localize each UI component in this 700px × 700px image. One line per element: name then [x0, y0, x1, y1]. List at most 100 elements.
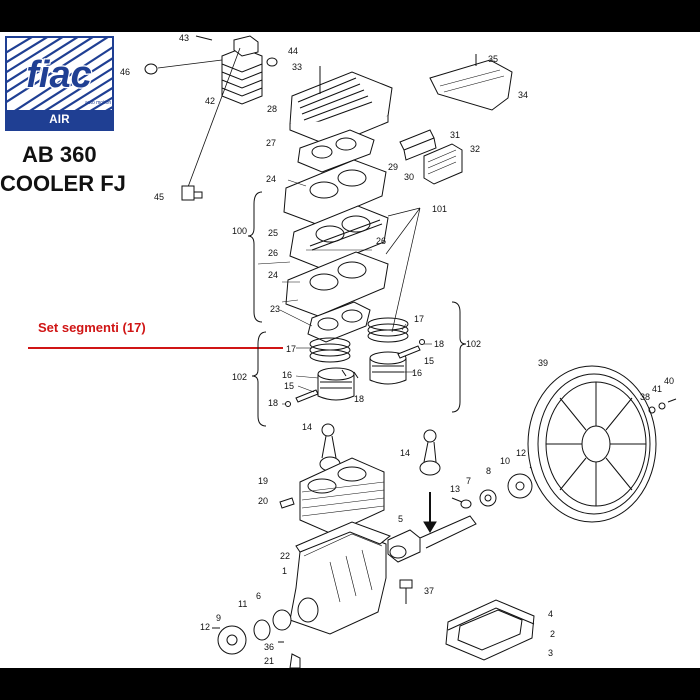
logo-bar-text: AIR COMPRESSORS — [7, 110, 112, 147]
label-26-left: 26 — [268, 248, 278, 258]
label-22: 22 — [280, 551, 290, 561]
label-13: 13 — [450, 484, 460, 494]
fiac-logo: fiac auto motion AIR COMPRESSORS — [5, 36, 114, 147]
valve-plate-24-top — [283, 159, 387, 225]
label-17-right: 17 — [414, 314, 424, 324]
label-18-left: 18 — [268, 398, 278, 408]
valve-plate-part — [399, 129, 437, 161]
label-42: 42 — [205, 96, 215, 106]
label-30: 30 — [404, 172, 414, 182]
label-31: 31 — [450, 130, 460, 140]
label-9: 9 — [216, 613, 221, 623]
piston-rings-right — [367, 317, 409, 343]
cylinder-block-part — [299, 457, 385, 535]
washer-41 — [658, 402, 666, 410]
bearing-6 — [272, 609, 292, 631]
piston-pin-right — [397, 345, 421, 359]
label-46: 46 — [120, 67, 130, 77]
piston-rings-left — [309, 337, 351, 363]
flywheel-pulley-part — [527, 365, 657, 523]
label-36: 36 — [264, 642, 274, 652]
label-43: 43 — [179, 33, 189, 43]
connecting-rod-left — [319, 423, 341, 472]
label-37: 37 — [424, 586, 434, 596]
label-27: 27 — [266, 138, 276, 148]
label-102-right: 102 — [466, 339, 481, 349]
label-11: 11 — [238, 599, 247, 609]
oil-plug-37 — [399, 579, 413, 604]
label-101: 101 — [432, 204, 447, 214]
label-1: 1 — [282, 566, 287, 576]
connecting-rod-right — [419, 429, 441, 476]
label-35: 35 — [488, 54, 498, 64]
bottom-cover-part — [445, 599, 535, 661]
label-19: 19 — [258, 476, 268, 486]
circlip-centre — [341, 369, 359, 379]
circlip-right — [419, 339, 425, 345]
exploded-view-drawing: 43 44 46 33 35 34 42 28 31 27 32 29 30 2… — [28, 33, 677, 668]
logo-tagline: auto motion — [85, 100, 111, 106]
logo-emblem: fiac auto motion — [7, 38, 112, 110]
filter-block-part — [423, 143, 463, 185]
label-34: 34 — [518, 90, 528, 100]
flange-10 — [507, 473, 533, 499]
label-40: 40 — [664, 376, 674, 386]
label-2: 2 — [550, 629, 555, 639]
gasket-27-part — [297, 129, 375, 173]
label-14-right: 14 — [400, 448, 410, 458]
label-24-bottom: 24 — [268, 270, 278, 280]
label-38: 38 — [640, 392, 650, 402]
label-8: 8 — [486, 466, 491, 476]
label-3: 3 — [548, 648, 553, 658]
crankcase-part — [289, 529, 387, 635]
gasket-22 — [295, 521, 392, 553]
label-45: 45 — [154, 192, 164, 202]
label-15-left: 15 — [284, 381, 294, 391]
label-15-right: 15 — [424, 356, 434, 366]
piston-left-part — [317, 367, 355, 401]
cover-plate-part — [429, 54, 513, 111]
label-102-left: 102 — [232, 372, 247, 382]
label-7: 7 — [466, 476, 471, 486]
leader-101 — [385, 207, 421, 333]
model-variant: COOLER FJ — [0, 171, 126, 196]
label-29: 29 — [388, 162, 398, 172]
label-23: 23 — [270, 304, 280, 314]
bearing-8 — [479, 489, 497, 507]
stud-20 — [279, 497, 295, 509]
label-25: 25 — [268, 228, 278, 238]
label-26-right: 26 — [376, 236, 386, 246]
washer-38 — [648, 406, 656, 414]
label-20: 20 — [258, 496, 268, 506]
logo-emblem-graphic: fiac auto motion — [7, 38, 112, 110]
bracket-102-left — [251, 331, 267, 427]
circlip-left — [285, 401, 291, 407]
label-5: 5 — [398, 514, 403, 524]
piston-right-part — [369, 351, 407, 385]
piston-pin-left — [295, 389, 319, 403]
label-6: 6 — [256, 591, 261, 601]
side-cover-9 — [217, 625, 247, 655]
label-18-right: 18 — [434, 339, 444, 349]
gasket-23-part — [307, 301, 371, 343]
bolt-40 — [667, 398, 677, 403]
diagram-sheet: fiac auto motion AIR COMPRESSORS AB 360 … — [0, 32, 700, 668]
label-12-left: 12 — [200, 622, 210, 632]
pipe-elbow-part — [144, 35, 278, 201]
label-16-left: 16 — [282, 370, 292, 380]
crankshaft-part — [387, 515, 477, 563]
key-13 — [451, 497, 463, 503]
logo-wordmark: fiac — [26, 54, 91, 96]
reed-valves-26 — [309, 219, 383, 251]
valve-plate-25 — [289, 205, 389, 269]
label-24-top: 24 — [266, 174, 276, 184]
label-18-centre: 18 — [354, 394, 364, 404]
label-12-right: 12 — [516, 448, 526, 458]
label-32: 32 — [470, 144, 480, 154]
label-10: 10 — [500, 456, 510, 466]
label-44: 44 — [288, 46, 298, 56]
label-16-right: 16 — [412, 368, 422, 378]
bracket-102-right — [451, 301, 467, 413]
annotation-note: Set segmenti (17) — [38, 320, 146, 335]
drain-plug-21 — [289, 653, 301, 668]
